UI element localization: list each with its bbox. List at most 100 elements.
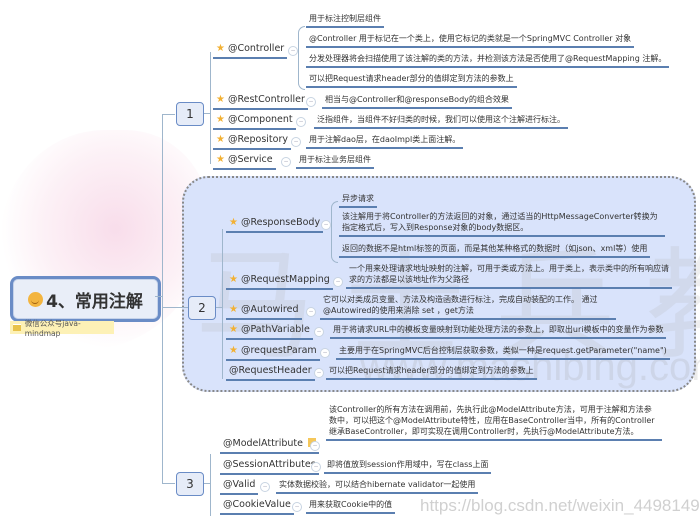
topic-label: @SessionAttributes	[223, 459, 316, 470]
detail-leaf[interactable]: 用于将请求URL中的模板变量映射到功能处理方法的参数上，即取出uri模板中的变量…	[330, 324, 667, 339]
branch-3-label: 3	[186, 477, 194, 491]
note-text: 微信公众号java-mindmap	[24, 318, 81, 338]
central-topic-title: 4、常用注解	[46, 291, 143, 312]
topic-cookievalue[interactable]: @CookieValue	[220, 498, 294, 515]
branch-2-node[interactable]: 2	[188, 296, 216, 320]
connector-3-v	[162, 457, 163, 483]
topic-label: @ResponseBody	[240, 217, 321, 228]
collapse-icon[interactable]: −	[320, 348, 330, 358]
csdn-watermark: https://blog.csdn.net/weixin_44981498	[420, 496, 700, 515]
root-connector	[162, 114, 163, 457]
detail-leaf[interactable]: 可以把Request请求header部分的值绑定到方法的参数上	[306, 73, 517, 88]
star-icon: ★	[229, 345, 238, 356]
topic-label: @Controller	[227, 43, 285, 54]
topic-label: @Repository	[227, 134, 288, 145]
detail-leaf[interactable]: @Controller 用于标记在一个类上，使用它标记的类就是一个SpringM…	[306, 33, 635, 48]
topic-restcontroller[interactable]: ★@RestController	[213, 93, 308, 110]
connector-3	[162, 483, 175, 484]
collapse-icon[interactable]: −	[314, 327, 324, 337]
collapse-icon[interactable]: −	[321, 220, 331, 230]
detail-leaf[interactable]: 该Controller的所有方法在调用前，先执行此@ModelAttribute…	[326, 404, 662, 441]
topic-valid[interactable]: @Valid	[220, 478, 259, 495]
collapse-icon[interactable]: −	[306, 307, 316, 317]
topic-repository[interactable]: ★@Repository	[213, 133, 291, 150]
connector-1	[162, 114, 175, 115]
topic-pathvariable[interactable]: ★@PathVariable	[226, 323, 313, 340]
detail-leaf[interactable]: 一个用来处理请求地址映射的注解，可用于类或方法上。用于类上，表示类中的所有响应请…	[346, 263, 672, 289]
branch-1-node[interactable]: 1	[176, 102, 204, 126]
branch-3-node[interactable]: 3	[176, 472, 204, 496]
collapse-icon[interactable]: −	[281, 157, 291, 167]
collapse-icon[interactable]: −	[260, 482, 270, 492]
star-icon: ★	[216, 114, 225, 125]
brace-responsebody	[331, 201, 338, 263]
topic-responsebody[interactable]: ★@ResponseBody	[226, 216, 324, 233]
boundary-cloud-branch-2	[182, 176, 696, 392]
topic-label: @ModelAttribute	[223, 438, 303, 449]
star-icon: ★	[229, 324, 238, 335]
collapse-icon[interactable]: −	[314, 368, 324, 378]
star-icon: ★	[229, 274, 238, 285]
topic-label: @RestController	[227, 94, 305, 105]
detail-leaf[interactable]: 可以把Request请求header部分的值绑定到方法的参数上	[326, 365, 537, 380]
topic-label: @PathVariable	[240, 324, 310, 335]
star-icon: ★	[216, 94, 225, 105]
detail-leaf[interactable]: 用于标注控制层组件	[306, 13, 384, 28]
branch-2-stem	[216, 307, 222, 308]
topic-label: @CookieValue	[223, 499, 291, 510]
detail-leaf[interactable]: 即将值放到session作用域中，写在class上面	[324, 459, 492, 474]
branch-2-label: 2	[198, 301, 206, 315]
detail-leaf[interactable]: 泛指组件，当组件不好归类的时候，我们可以使用这个注解进行标注。	[314, 114, 568, 129]
branch-1-stem	[204, 113, 210, 114]
topic-label: @requestParam	[240, 345, 317, 356]
central-topic[interactable]: 4、常用注解	[10, 276, 161, 322]
collapse-icon[interactable]: −	[292, 502, 302, 512]
topic-label: @Component	[227, 114, 293, 125]
topic-label: @Autowired	[240, 304, 299, 315]
star-icon: ★	[216, 43, 225, 54]
detail-leaf[interactable]: 实体数据校验，可以结合hibernate validator一起使用	[276, 479, 479, 494]
detail-leaf[interactable]: 分发处理器将会扫描使用了该注解的类的方法，并检测该方法是否使用了@Request…	[306, 53, 670, 68]
branch-1-label: 1	[186, 107, 194, 121]
detail-leaf[interactable]: 异步请求	[339, 193, 377, 208]
detail-leaf[interactable]: 用于注解dao层，在daoImpl类上面注解。	[306, 134, 464, 149]
detail-leaf[interactable]: 用于标注业务层组件	[296, 154, 374, 169]
branch-3-stem	[204, 483, 210, 484]
collapse-icon[interactable]: −	[311, 462, 321, 472]
central-topic-note[interactable]: 微信公众号java-mindmap	[10, 319, 114, 338]
root-connector-h	[155, 296, 162, 297]
topic-sessionattributes[interactable]: @SessionAttributes	[220, 458, 319, 475]
topic-modelattribute[interactable]: @ModelAttribute	[220, 437, 319, 454]
topic-requestparam[interactable]: ★@requestParam	[226, 344, 320, 361]
star-icon: ★	[216, 154, 225, 165]
collapse-icon[interactable]: −	[296, 117, 306, 127]
smiley-icon	[28, 291, 44, 307]
topic-component[interactable]: ★@Component	[213, 113, 296, 130]
topic-autowired[interactable]: ★@Autowired	[226, 303, 302, 320]
star-icon: ★	[229, 217, 238, 228]
topic-label: @RequestHeader	[229, 365, 312, 376]
topic-requestheader[interactable]: @RequestHeader	[226, 364, 315, 381]
detail-leaf[interactable]: 相当与@Controller和@responseBody的组合效果	[322, 94, 512, 109]
note-icon	[13, 324, 21, 331]
detail-leaf[interactable]: 该注解用于将Controller的方法返回的对象，通过适当的HttpMessag…	[339, 211, 665, 237]
collapse-icon[interactable]: −	[306, 97, 316, 107]
collapse-icon[interactable]: −	[310, 441, 320, 451]
brace-controller	[298, 26, 305, 90]
topic-service[interactable]: ★@Service	[213, 153, 276, 170]
detail-leaf[interactable]: 主要用于在SpringMVC后台控制层获取参数，类似一种是request.get…	[336, 345, 670, 360]
branch-3-spine	[210, 454, 211, 516]
branch-2-spine	[222, 229, 223, 379]
branch-1-spine	[210, 52, 211, 164]
collapse-icon[interactable]: −	[288, 46, 298, 56]
detail-leaf[interactable]: 用来获取Cookie中的值	[306, 499, 396, 514]
collapse-icon[interactable]: −	[333, 277, 343, 287]
collapse-icon[interactable]: −	[291, 137, 301, 147]
connector-2	[162, 307, 188, 308]
detail-leaf[interactable]: 它可以对类成员变量、方法及构造函数进行标注，完成自动装配的工作。 通过 @Aut…	[320, 294, 616, 320]
topic-requestmapping[interactable]: ★@RequestMapping	[226, 273, 333, 290]
topic-controller[interactable]: ★@Controller	[213, 42, 288, 59]
topic-label: @Service	[227, 154, 273, 165]
detail-leaf[interactable]: 返回的数据不是html标签的页面，而是其他某种格式的数据时（如json、xml等…	[339, 243, 651, 258]
topic-label: @RequestMapping	[240, 274, 330, 285]
